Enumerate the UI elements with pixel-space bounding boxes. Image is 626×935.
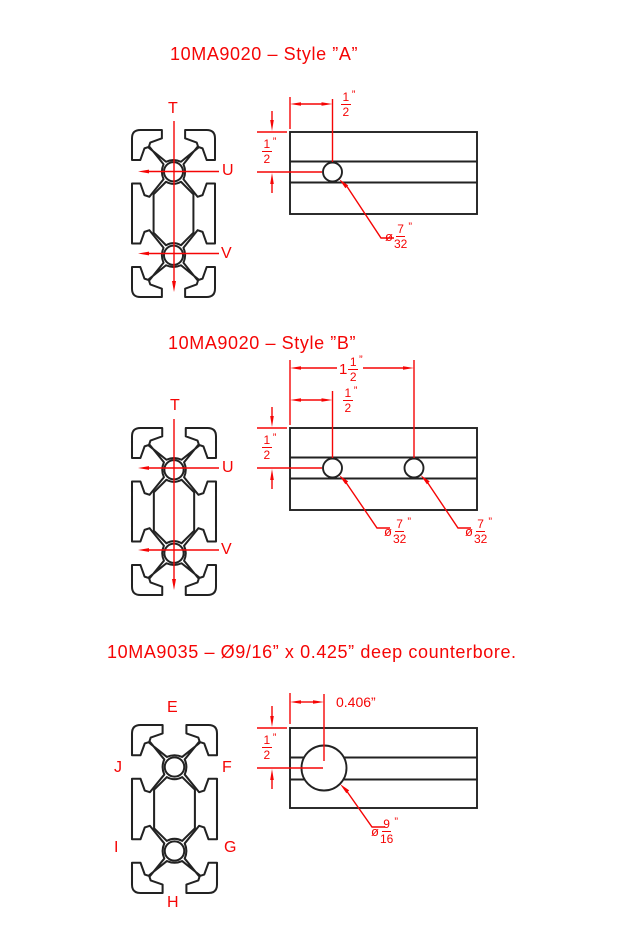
- drill-hole-2: [403, 457, 425, 479]
- profile-a-label-v: V: [221, 245, 232, 262]
- drill-hole: [322, 161, 343, 183]
- section-a-title: 10MA9020 – Style ”A”: [170, 44, 359, 64]
- leader-arrow: [340, 784, 350, 794]
- profile-c-label-j: J: [114, 759, 122, 776]
- profile-c-label-i: I: [114, 839, 119, 856]
- profile-c-label-e: E: [167, 699, 178, 716]
- drill-hole-1: [322, 457, 343, 479]
- annotations-a: [138, 97, 394, 292]
- profile-c-label-h: H: [167, 894, 179, 911]
- side-view-a: [289, 131, 478, 215]
- leader-arrow: [420, 475, 430, 485]
- profile-b-label-u: U: [222, 459, 234, 476]
- leader-arrow: [339, 475, 349, 485]
- dim-c-horizontal: 0.406”: [336, 694, 376, 710]
- arrow-down: [172, 579, 176, 590]
- annotations-b: [138, 360, 471, 590]
- side-view-b: [289, 427, 478, 511]
- arrow-down: [172, 281, 176, 292]
- arrow-left: [138, 251, 149, 256]
- profile-c-label-g: G: [224, 839, 237, 856]
- profile-c-label-f: F: [222, 759, 232, 776]
- arrow-left: [138, 169, 149, 174]
- annotations-c: [257, 693, 385, 828]
- leader-arrow: [339, 179, 349, 189]
- section-b-title: 10MA9020 – Style ”B”: [168, 333, 357, 353]
- section-c-title: 10MA9035 – Ø9/16” x 0.425” deep counterb…: [107, 642, 517, 662]
- bar-outline: [289, 131, 478, 215]
- profile-a-label-u: U: [222, 162, 234, 179]
- profile-a-label-t: T: [168, 100, 178, 117]
- profile-section-c: [130, 723, 219, 895]
- arrow-left: [138, 548, 149, 552]
- profile-b-label-v: V: [221, 541, 232, 558]
- profile-b-label-t: T: [170, 397, 180, 414]
- bar-outline: [289, 427, 478, 511]
- arrow-left: [138, 466, 149, 470]
